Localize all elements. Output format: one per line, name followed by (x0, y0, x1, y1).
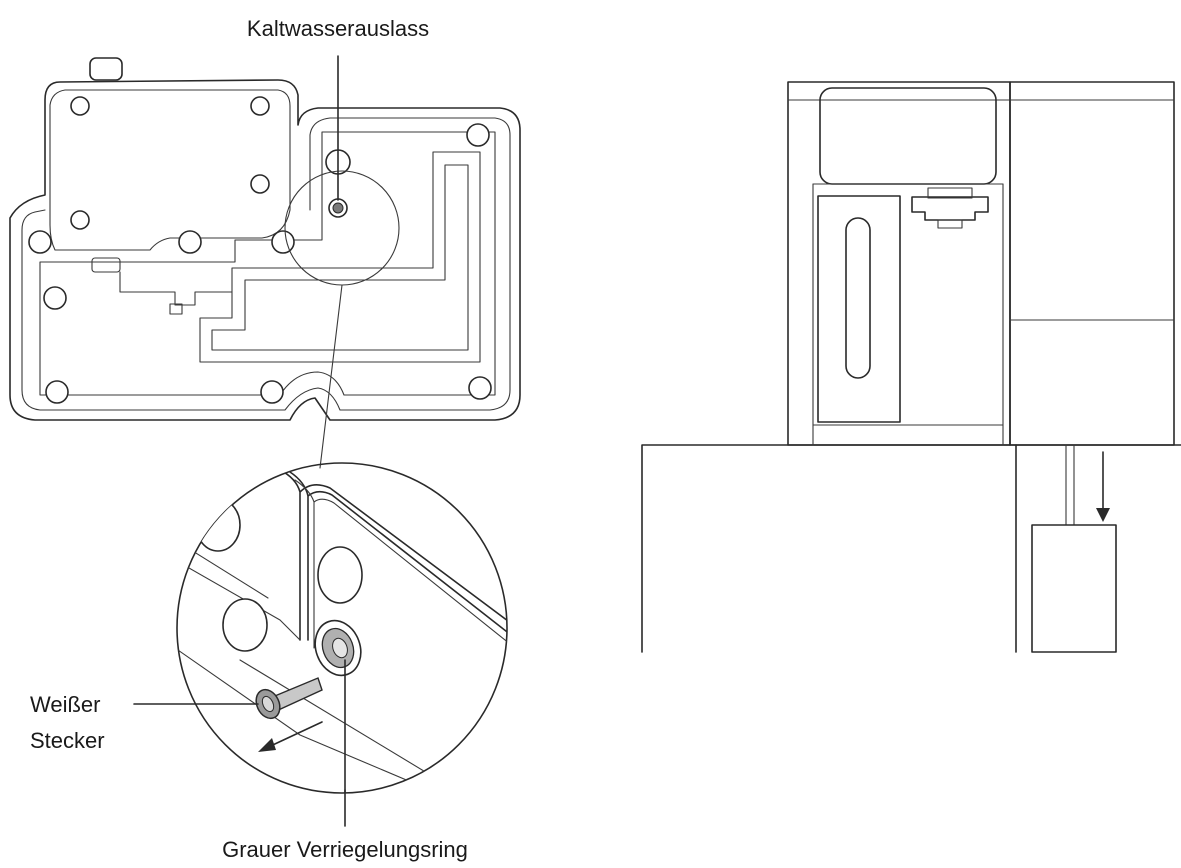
outlet-core (332, 202, 344, 214)
nozzle-tip (937, 219, 963, 229)
white-plug (255, 677, 323, 720)
foot (271, 230, 295, 254)
screw-hole (70, 96, 90, 116)
drain-arrow (1096, 451, 1110, 522)
detail-connector-line (319, 284, 343, 469)
dispenser-nozzle (911, 196, 989, 221)
magnified-detail (133, 462, 508, 827)
l-channel-inner (211, 164, 469, 351)
front-view (641, 81, 1181, 653)
foot (45, 380, 69, 404)
upper-panel (9, 79, 521, 421)
mag-foot (195, 498, 241, 552)
mag-foot (317, 546, 363, 604)
top-connector (89, 57, 123, 81)
magnifier-circle (176, 462, 508, 794)
cold-water-outlet-label: Kaltwasserauslass (247, 16, 429, 41)
countertop (641, 444, 1181, 653)
unit-bottom-view (9, 55, 521, 469)
screw-hole (70, 210, 90, 230)
right-cabinet (1009, 81, 1175, 446)
grey-locking-ring-label: Grauer Verriegelungsring (222, 837, 468, 862)
screw-hole (250, 96, 270, 116)
mag-base-edge (177, 539, 506, 793)
foot (260, 380, 284, 404)
screw-hole (250, 174, 270, 194)
dispenser-housing (787, 81, 1011, 446)
locking-ring-bore (332, 637, 348, 659)
nozzle-mount (927, 187, 973, 199)
foot (178, 230, 202, 254)
water-tank (817, 195, 901, 423)
water-level-window (845, 217, 871, 379)
base-inner-rim (21, 117, 511, 411)
bracket (119, 271, 233, 306)
foot (28, 230, 52, 254)
upper-panel-inner (49, 89, 291, 251)
latch (91, 257, 121, 273)
mag-foot (222, 598, 268, 652)
white-plug-label-line2: Stecker (30, 728, 105, 753)
mag-rim-inner2 (294, 479, 507, 653)
drain-container (1031, 524, 1117, 653)
plug-removal-arrow (258, 721, 323, 752)
bracket-tab (169, 303, 183, 315)
top-panel (819, 87, 997, 185)
foot (468, 376, 492, 400)
l-channel (199, 151, 481, 363)
foot (43, 286, 67, 310)
white-plug-label-line1: Weißer (30, 692, 101, 717)
foot (466, 123, 490, 147)
base-channel (39, 131, 496, 396)
